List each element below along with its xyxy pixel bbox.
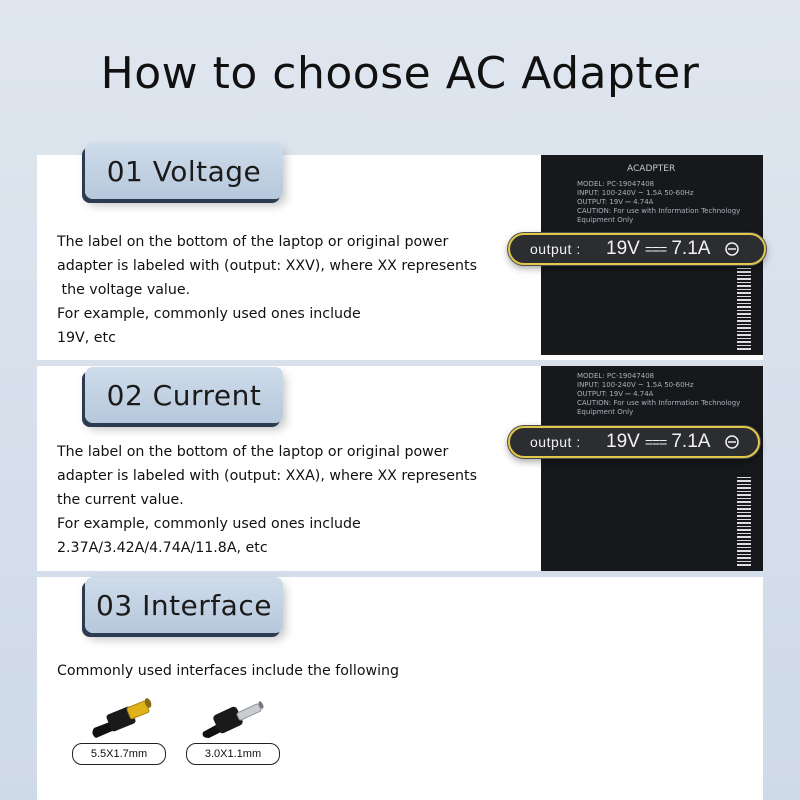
output-voltage: 19V: [606, 431, 640, 452]
description-line: adapter is labeled with (output: XXV), w…: [57, 258, 477, 274]
interface-description: Commonly used interfaces include the fol…: [57, 659, 477, 683]
output-voltage: 19V: [606, 238, 640, 259]
section-heading-voltage: 01 Voltage: [85, 143, 283, 199]
description-line: 2.37A/3.42A/4.74A/11.8A, etc: [57, 540, 268, 556]
description-line: the current value.: [57, 492, 184, 508]
adapter-label-model: MODEL: PC-19047408: [577, 180, 655, 188]
adapter-label-caution: CAUTION: For use with Information Techno…: [577, 207, 741, 224]
description-line: 19V, etc: [57, 330, 116, 346]
polarity-icon: [725, 242, 740, 256]
description-line: adapter is labeled with (output: XXA), w…: [57, 468, 477, 484]
adapter-label-header: ACADPTER: [627, 164, 676, 174]
output-current: 7.1A: [671, 431, 711, 452]
adapter-label-photo-2: MODEL: PC-19047408 INPUT: 100-240V ~ 1.5…: [541, 366, 763, 571]
current-description: The label on the bottom of the laptop or…: [57, 440, 507, 560]
connector-size-label: 3.0X1.1mm: [186, 743, 280, 765]
description-line: For example, commonly used ones include: [57, 516, 361, 532]
barrel-plug-icon: [84, 688, 166, 746]
adapter-label-input: INPUT: 100-240V ~ 1.5A 50-60Hz: [577, 381, 694, 389]
output-badge-current: output : 19V === 7.1A: [508, 426, 760, 458]
section-heading-interface: 03 Interface: [85, 577, 283, 633]
polarity-icon: [725, 435, 740, 449]
connector-size-label: 5.5X1.7mm: [72, 743, 166, 765]
dc-symbol-icon: ===: [644, 241, 668, 257]
adapter-label-model: MODEL: PC-19047408: [577, 372, 655, 380]
description-line: For example, commonly used ones include: [57, 306, 361, 322]
barcode-image: [737, 476, 751, 566]
dc-symbol-icon: ===: [644, 434, 668, 450]
description-line: Commonly used interfaces include the fol…: [57, 663, 400, 679]
adapter-label-input: INPUT: 100-240V ~ 1.5A 50-60Hz: [577, 189, 694, 197]
barrel-plug-icon: [195, 688, 277, 746]
section-heading-current: 02 Current: [85, 367, 283, 423]
output-label: output :: [530, 434, 581, 450]
adapter-label-caution: CAUTION: For use with Information Techno…: [577, 399, 741, 416]
page-title: How to choose AC Adapter: [100, 48, 700, 99]
barcode-image: [737, 260, 751, 350]
adapter-label-output: OUTPUT: 19V ⎓ 4.74A: [577, 390, 654, 398]
adapter-label-output: OUTPUT: 19V ⎓ 4.74A: [577, 198, 654, 206]
voltage-description: The label on the bottom of the laptop or…: [57, 230, 507, 350]
output-current: 7.1A: [671, 238, 711, 259]
output-badge-voltage: output : 19V === 7.1A: [508, 233, 766, 265]
description-line: The label on the bottom of the laptop or…: [57, 234, 449, 250]
description-line: the voltage value.: [57, 282, 191, 298]
adapter-label-text: MODEL: PC-19047408 INPUT: 100-240V ~ 1.5…: [541, 366, 763, 417]
adapter-label-text: ACADPTER MODEL: PC-19047408 INPUT: 100-2…: [541, 155, 763, 225]
description-line: The label on the bottom of the laptop or…: [57, 444, 449, 460]
output-label: output :: [530, 241, 581, 257]
